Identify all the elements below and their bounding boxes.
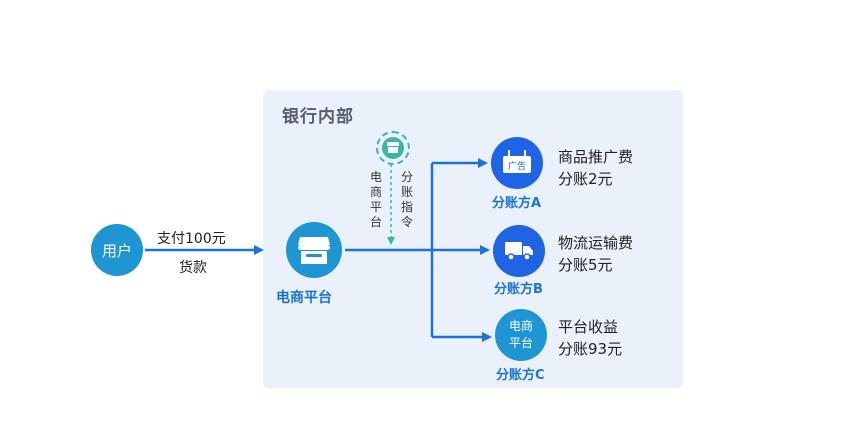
party-b-node xyxy=(493,225,545,277)
ad-badge-text: 广告 xyxy=(508,160,526,172)
party-c-circle-line2: 平台 xyxy=(508,336,533,350)
instruction-type-label: 分账指令 xyxy=(400,170,413,229)
instruction-source-label: 电商平台 xyxy=(369,170,382,229)
platform-label: 电商平台 xyxy=(276,290,332,306)
party-c-fee-name: 平台收益 xyxy=(558,318,619,336)
instruction-node xyxy=(376,131,410,165)
truck-icon xyxy=(505,242,533,261)
ad-sign-icon: 广告 xyxy=(503,150,531,173)
user-label: 用户 xyxy=(101,241,132,260)
party-c-fee-amount: 分账93元 xyxy=(558,340,623,358)
party-a-node: 广告 xyxy=(491,137,543,189)
party-a-fee-amount: 分账2元 xyxy=(558,170,613,188)
payment-type-label: 货款 xyxy=(179,260,207,276)
payment-amount-label: 支付100元 xyxy=(157,231,226,247)
party-c-node: 电商 平台 xyxy=(495,309,547,361)
party-a-name: 分账方A xyxy=(492,196,542,211)
party-b-name: 分账方B xyxy=(494,282,543,297)
user-node: 用户 xyxy=(91,224,143,276)
party-c-circle-text: 电商 平台 xyxy=(509,318,533,352)
bank-title: 银行内部 xyxy=(282,107,354,127)
party-c-circle-line1: 电商 xyxy=(508,319,533,333)
platform-node xyxy=(286,222,342,278)
store-icon-small xyxy=(382,137,404,159)
party-a-fee-name: 商品推广费 xyxy=(558,148,634,166)
party-c-name: 分账方C xyxy=(496,368,545,383)
party-b-fee-name: 物流运输费 xyxy=(558,234,634,252)
store-icon xyxy=(298,237,330,264)
party-b-fee-amount: 分账5元 xyxy=(558,256,613,274)
